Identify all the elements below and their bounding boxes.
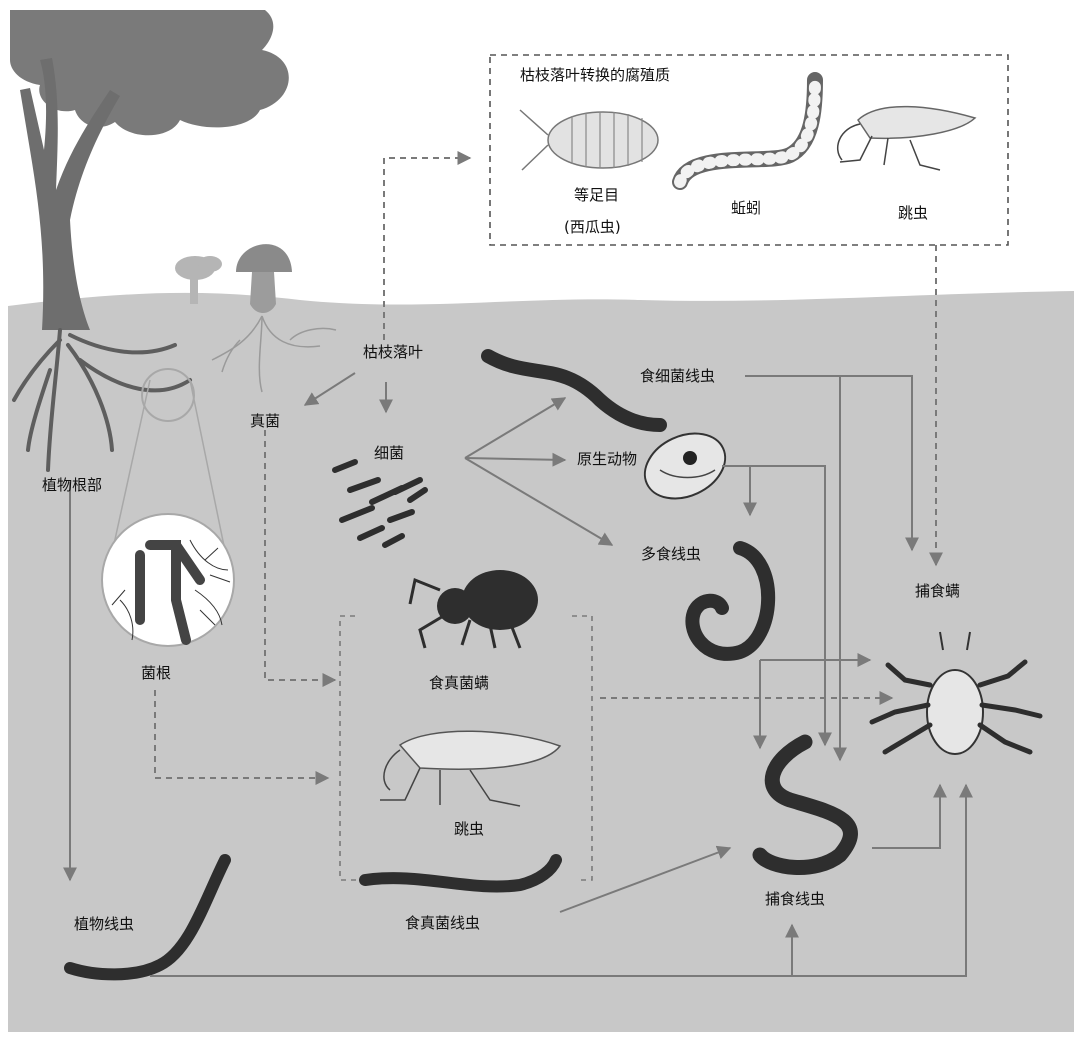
label-predatory-mite: 捕食螨 xyxy=(915,582,961,600)
millipede-drawing xyxy=(672,72,823,190)
tree-trunk xyxy=(20,58,120,330)
omnivore-nematode-drawing xyxy=(685,541,776,661)
label-fungivore-mite: 食真菌螨 xyxy=(429,674,490,692)
predatory-nematode-drawing xyxy=(752,734,858,875)
decomposer-box xyxy=(489,54,1009,246)
isopod-drawing xyxy=(519,109,659,171)
tree-canopy xyxy=(10,10,289,136)
protozoa-drawing xyxy=(643,432,727,500)
label-bacterivore-nematode: 食细菌线虫 xyxy=(640,367,716,385)
label-millipede: 蚯蚓 xyxy=(731,199,762,217)
label-fungi: 真菌 xyxy=(250,412,281,430)
label-omnivore-nematode: 多食线虫 xyxy=(641,545,702,563)
bacteria-drawing xyxy=(332,459,428,548)
label-springtail: 跳虫 xyxy=(454,820,485,838)
label-fungivore-nematode: 食真菌线虫 xyxy=(405,914,481,932)
label-litter: 枯枝落叶 xyxy=(363,343,424,361)
bacterivore-nematode-drawing xyxy=(481,349,667,432)
predatory-mite-drawing xyxy=(869,631,1043,755)
plant-nematode-drawing xyxy=(64,854,231,981)
label-isopod-note: (西瓜虫) xyxy=(564,218,621,236)
soil-area xyxy=(8,291,1074,1032)
label-protozoa: 原生动物 xyxy=(577,450,638,468)
fungivore-nematode-drawing xyxy=(359,854,562,893)
mycorrhiza-magnifier xyxy=(101,368,235,647)
springtail-top-drawing xyxy=(837,105,977,171)
springtail-drawing xyxy=(380,730,562,807)
label-mycorrhiza: 菌根 xyxy=(141,664,172,682)
label-springtail-top: 跳虫 xyxy=(898,204,929,222)
decomposer-box-title: 枯枝落叶转换的腐殖质 xyxy=(520,66,671,84)
label-plant-nematode: 植物线虫 xyxy=(74,915,135,933)
dashed-arrows xyxy=(154,151,943,785)
mushrooms xyxy=(175,244,337,393)
fungivore-group-bracket xyxy=(339,615,593,881)
solid-arrows xyxy=(63,372,973,977)
label-bacteria: 细菌 xyxy=(374,444,405,462)
tree-roots xyxy=(12,328,192,472)
label-plant-roots: 植物根部 xyxy=(42,476,103,494)
fungivore-mite-drawing xyxy=(408,570,538,649)
label-isopod: 等足目 xyxy=(574,186,620,204)
label-predatory-nematode: 捕食线虫 xyxy=(765,890,826,908)
